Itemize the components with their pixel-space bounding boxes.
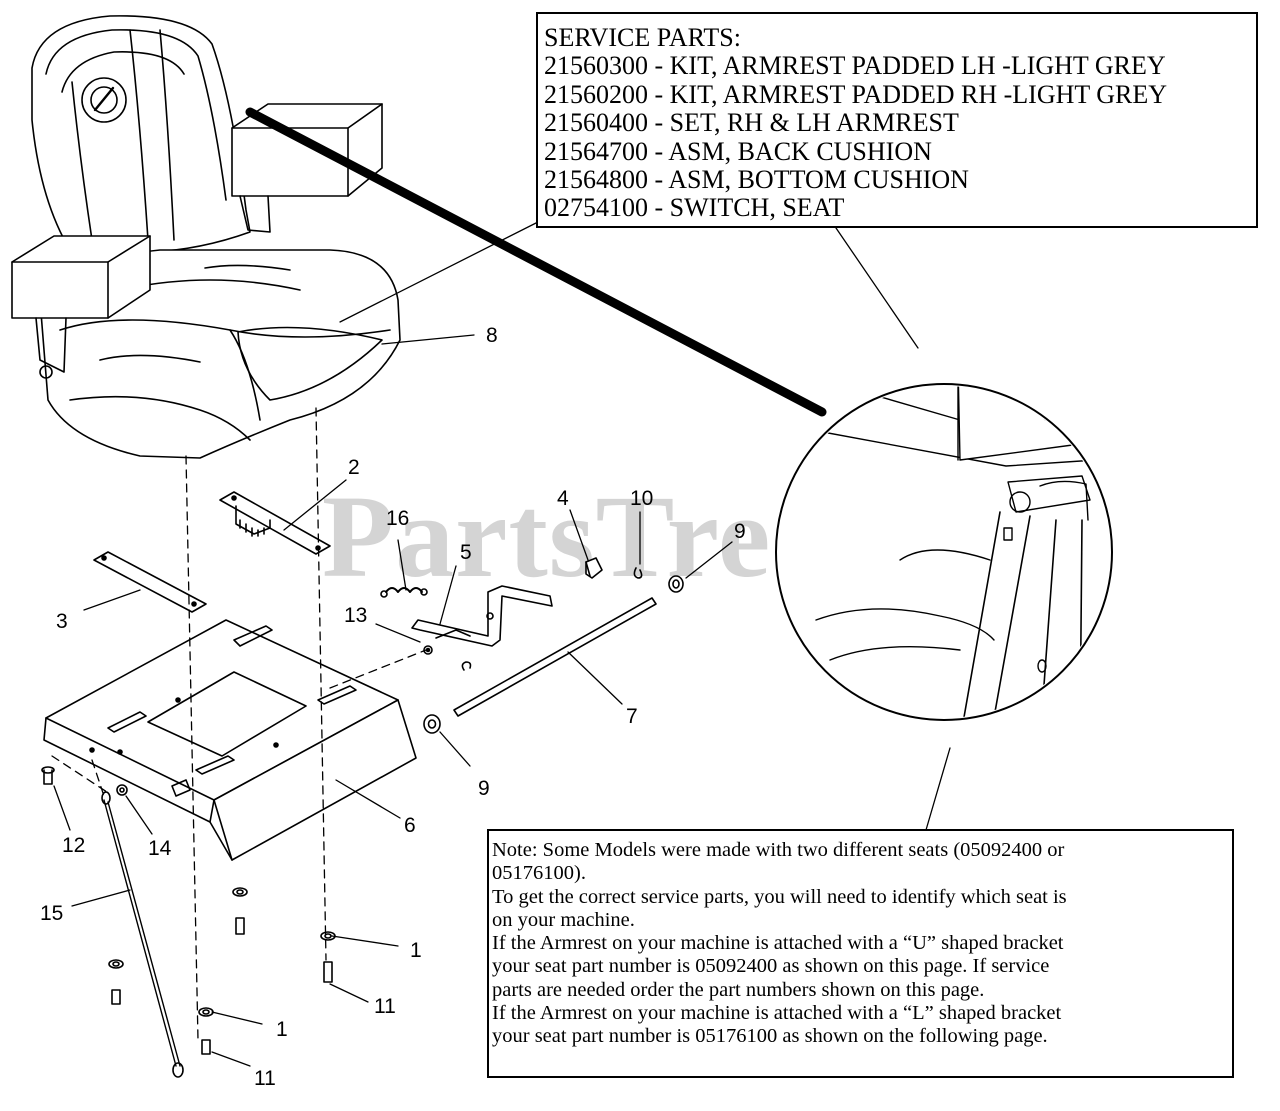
seat-backrest <box>31 15 251 253</box>
lower-nuts-and-bolts <box>108 887 336 1055</box>
callout-16: 16 <box>386 507 410 530</box>
clip-part-13 <box>423 645 433 655</box>
callout-4: 4 <box>557 487 569 510</box>
partstree-watermark: PartsTree <box>322 471 825 602</box>
clip-part-small <box>461 661 472 671</box>
service-part-item: 02754100 - SWITCH, SEAT <box>544 193 845 223</box>
bolt-part-12 <box>41 766 55 785</box>
note-line: To get the correct service parts, you wi… <box>492 885 1067 908</box>
note-line: parts are needed order the part numbers … <box>492 978 985 1001</box>
service-parts-heading: SERVICE PARTS: <box>544 23 741 52</box>
bracket-part-2 <box>219 491 331 555</box>
service-part-item: 21560400 - SET, RH & LH ARMREST <box>544 108 959 138</box>
detail-magnifier <box>775 383 1113 721</box>
service-part-item: 21560200 - KIT, ARMREST PADDED RH -LIGHT… <box>544 79 1168 109</box>
callout-9-upper: 9 <box>734 520 746 543</box>
leader-lines <box>53 221 951 1067</box>
note-line: Note: Some Models were made with two dif… <box>492 839 1065 861</box>
note-line: If the Armrest on your machine is attach… <box>492 932 1064 955</box>
cable-part-15 <box>101 791 184 1078</box>
callout-10: 10 <box>630 487 654 510</box>
service-part-item: 21564800 - ASM, BOTTOM CUSHION <box>544 165 969 195</box>
callout-13: 13 <box>344 604 368 627</box>
callout-5: 5 <box>460 541 472 564</box>
service-part-item: 21564700 - ASM, BACK CUSHION <box>544 136 932 166</box>
callout-15: 15 <box>40 902 64 925</box>
service-part-item: 21560300 - KIT, ARMREST PADDED LH -LIGHT… <box>544 51 1166 81</box>
seat-switch-lever-part-5 <box>411 585 553 647</box>
note-line: 05176100). <box>492 862 586 885</box>
callout-2: 2 <box>348 456 360 479</box>
bushing-part-9-upper <box>668 575 684 593</box>
callout-14: 14 <box>148 837 172 860</box>
seat-assembly <box>11 15 827 459</box>
pad-part-4 <box>585 557 603 579</box>
callout-12: 12 <box>62 834 86 857</box>
callout-1-upper: 1 <box>410 939 422 962</box>
callout-11-lower: 11 <box>254 1067 276 1090</box>
seat-logo-gear <box>81 77 127 123</box>
assembly-dashed-lines <box>51 407 427 1041</box>
callout-8: 8 <box>486 324 498 347</box>
callout-3: 3 <box>56 610 68 633</box>
note-line: If the Armrest on your machine is attach… <box>492 1002 1062 1025</box>
callout-9-lower: 9 <box>478 777 490 800</box>
callout-6: 6 <box>404 814 416 837</box>
spring-part-16 <box>380 587 428 598</box>
service-parts-box: SERVICE PARTS: 21560300 - KIT, ARMREST P… <box>536 12 1258 228</box>
hairpin-part-10 <box>633 567 643 579</box>
bracket-part-3 <box>93 551 207 613</box>
callout-7: 7 <box>626 705 638 728</box>
seat-identification-note: Note: Some Models were made with two dif… <box>487 829 1234 1078</box>
callout-11-upper: 11 <box>374 995 396 1018</box>
bushing-part-9-lower <box>423 714 441 734</box>
callout-1-lower: 1 <box>276 1018 288 1041</box>
note-line: your seat part number is 05092400 as sho… <box>492 955 1050 978</box>
note-line: on your machine. <box>492 908 635 931</box>
seat-pan <box>43 619 417 861</box>
washer-part-14 <box>116 784 128 796</box>
note-line: your seat part number is 05176100 as sho… <box>492 1025 1048 1048</box>
rod-part-7 <box>453 597 657 717</box>
